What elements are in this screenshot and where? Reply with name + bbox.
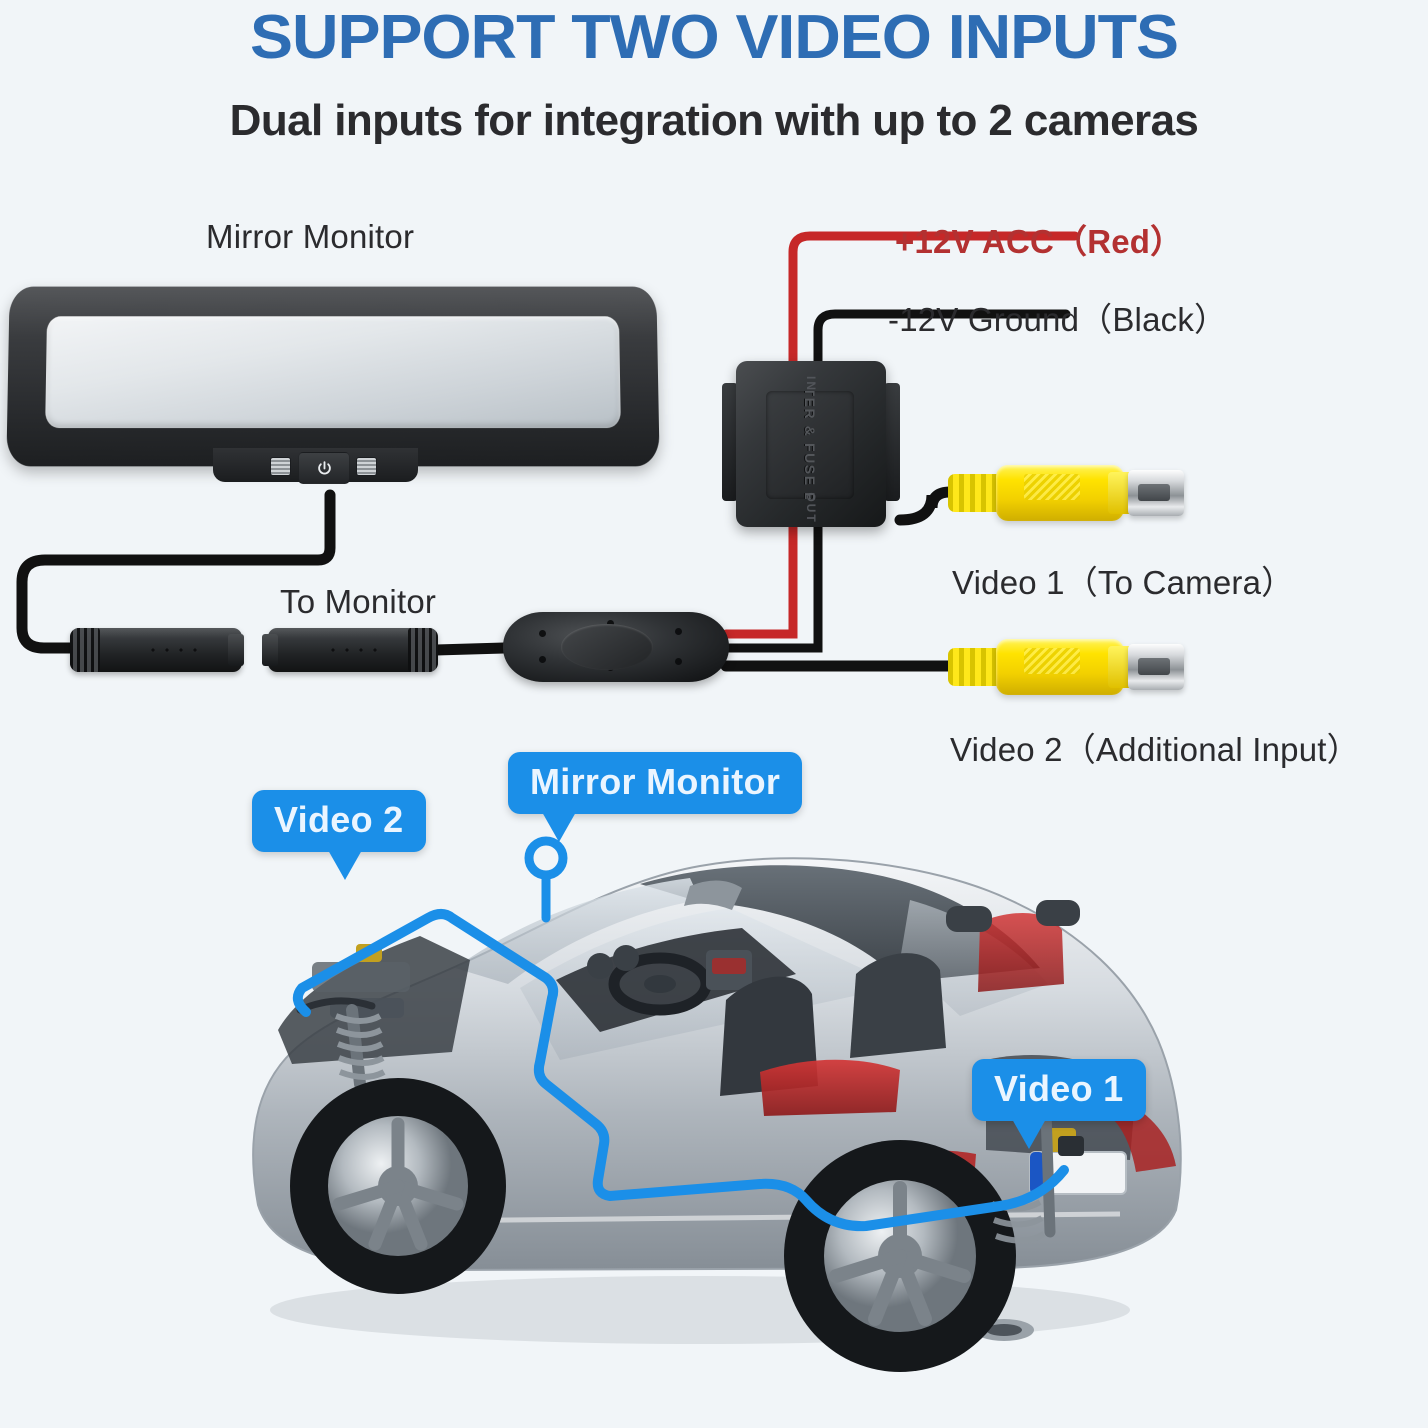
filter-fuse-box: IN FILTER & FUSE BOX OUT — [722, 361, 900, 527]
car-illustration — [252, 857, 1182, 1372]
callout-video1-label: Video 1 — [994, 1068, 1124, 1109]
fusebox-out-label: OUT — [804, 492, 818, 524]
power-positive-label: +12V ACC（Red） — [895, 223, 1184, 260]
connector-male — [70, 628, 244, 672]
callout-video1-tail — [1012, 1119, 1046, 1149]
mirror-glass — [45, 316, 621, 429]
page-title: SUPPORT TWO VIDEO INPUTS — [249, 3, 1179, 72]
fusebox-side-left — [722, 383, 738, 501]
callout-video1: Video 1 — [972, 1059, 1146, 1149]
cable-route-blue — [292, 909, 1069, 1232]
fusebox-side-right — [884, 383, 900, 501]
mirror-indicator-left[interactable] — [270, 457, 291, 476]
power-ground-label: -12V Ground（Black） — [888, 301, 1228, 338]
rca-connector-video1 — [948, 462, 1186, 524]
callout-video2: Video 2 — [252, 790, 426, 880]
wire-black-ground — [721, 309, 1071, 653]
rca-connector-video2 — [948, 636, 1186, 698]
mirror-mount-ring — [524, 836, 568, 880]
connector-female — [262, 628, 438, 672]
callout-video2-label: Video 2 — [274, 799, 404, 840]
mirror-monitor — [6, 276, 668, 496]
to-monitor-label: To Monitor — [280, 583, 437, 620]
callout-video2-tail — [328, 850, 362, 880]
power-icon — [317, 460, 331, 474]
cable-connector-to-splitter — [430, 642, 510, 656]
wire-red-acc — [721, 231, 1080, 639]
callout-mirror-label: Mirror Monitor — [530, 761, 781, 802]
cable-splitter — [503, 612, 729, 682]
page-subtitle: Dual inputs for integration with up to 2… — [229, 96, 1199, 145]
fusebox-plate: FILTER & FUSE BOX — [766, 391, 854, 499]
rear-wheel — [784, 1140, 1016, 1372]
power-button[interactable] — [298, 452, 350, 484]
cable-mirror-to-connector — [16, 489, 336, 654]
front-wheel — [290, 1078, 506, 1294]
mirror-indicator-right[interactable] — [356, 457, 377, 476]
video2-label: Video 2（Additional Input） — [950, 731, 1360, 768]
callout-mirror-tail — [542, 812, 576, 842]
video1-label: Video 1（To Camera） — [952, 564, 1295, 601]
cable-video1-coax — [894, 486, 956, 526]
mirror-housing — [6, 286, 660, 467]
callout-mirror-monitor: Mirror Monitor — [508, 752, 803, 842]
mirror-monitor-label: Mirror Monitor — [206, 218, 415, 255]
